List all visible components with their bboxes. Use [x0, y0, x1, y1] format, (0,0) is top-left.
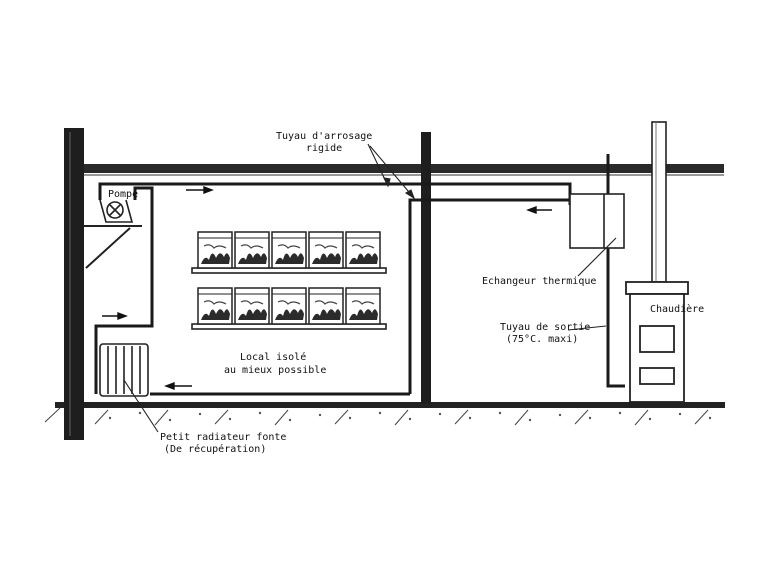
aquarium-shelf-top: [191, 231, 387, 274]
pipe-network: [94, 154, 625, 396]
boiler-label: Chaudière: [650, 303, 704, 315]
aquarium-tank: [271, 231, 307, 269]
aquarium-tank: [197, 231, 233, 269]
leader-lines: [123, 143, 617, 433]
pump-bracket: [84, 225, 142, 269]
aquarium-tank: [345, 287, 381, 325]
heat-exchanger: [569, 193, 625, 249]
aquarium-tank: [234, 287, 270, 325]
left-wall: [64, 128, 84, 440]
aquarium-tank: [271, 287, 307, 325]
arrow-top-right: [186, 185, 214, 195]
chimney: [651, 121, 667, 283]
aquarium-tank: [308, 231, 344, 269]
arrow-left-drop: [102, 311, 128, 321]
heat-exchanger-label: Echangeur thermique: [482, 276, 596, 287]
arrow-exchanger-left: [526, 205, 552, 215]
boiler: [625, 281, 689, 403]
garden-hose-label-2: rigide: [306, 143, 342, 154]
outlet-pipe-label-1: Tuyau de sortie: [500, 322, 590, 333]
aquarium-shelf-bottom: [191, 287, 387, 330]
ground: [44, 402, 725, 426]
ceiling-beam: [84, 164, 724, 176]
outlet-pipe-label-2: (75°C. maxi): [506, 334, 578, 345]
aquarium-tank: [345, 231, 381, 269]
middle-wall: [421, 132, 431, 404]
pump-label: Pompe: [108, 189, 138, 200]
garden-hose-label-1: Tuyau d'arrosage: [276, 131, 372, 142]
aquarium-tank: [234, 231, 270, 269]
aquarium-tank: [308, 287, 344, 325]
pump-icon: [99, 199, 134, 223]
radiator-label-1: Petit radiateur fonte: [160, 432, 286, 443]
insulated-room-label-2: au mieux possible: [224, 365, 326, 376]
insulated-room-label-1: Local isolé: [240, 351, 306, 363]
aquarium-tank: [197, 287, 233, 325]
radiator-label-2: (De récupération): [164, 443, 266, 455]
radiator: [99, 343, 149, 397]
arrow-return-left: [164, 381, 192, 391]
